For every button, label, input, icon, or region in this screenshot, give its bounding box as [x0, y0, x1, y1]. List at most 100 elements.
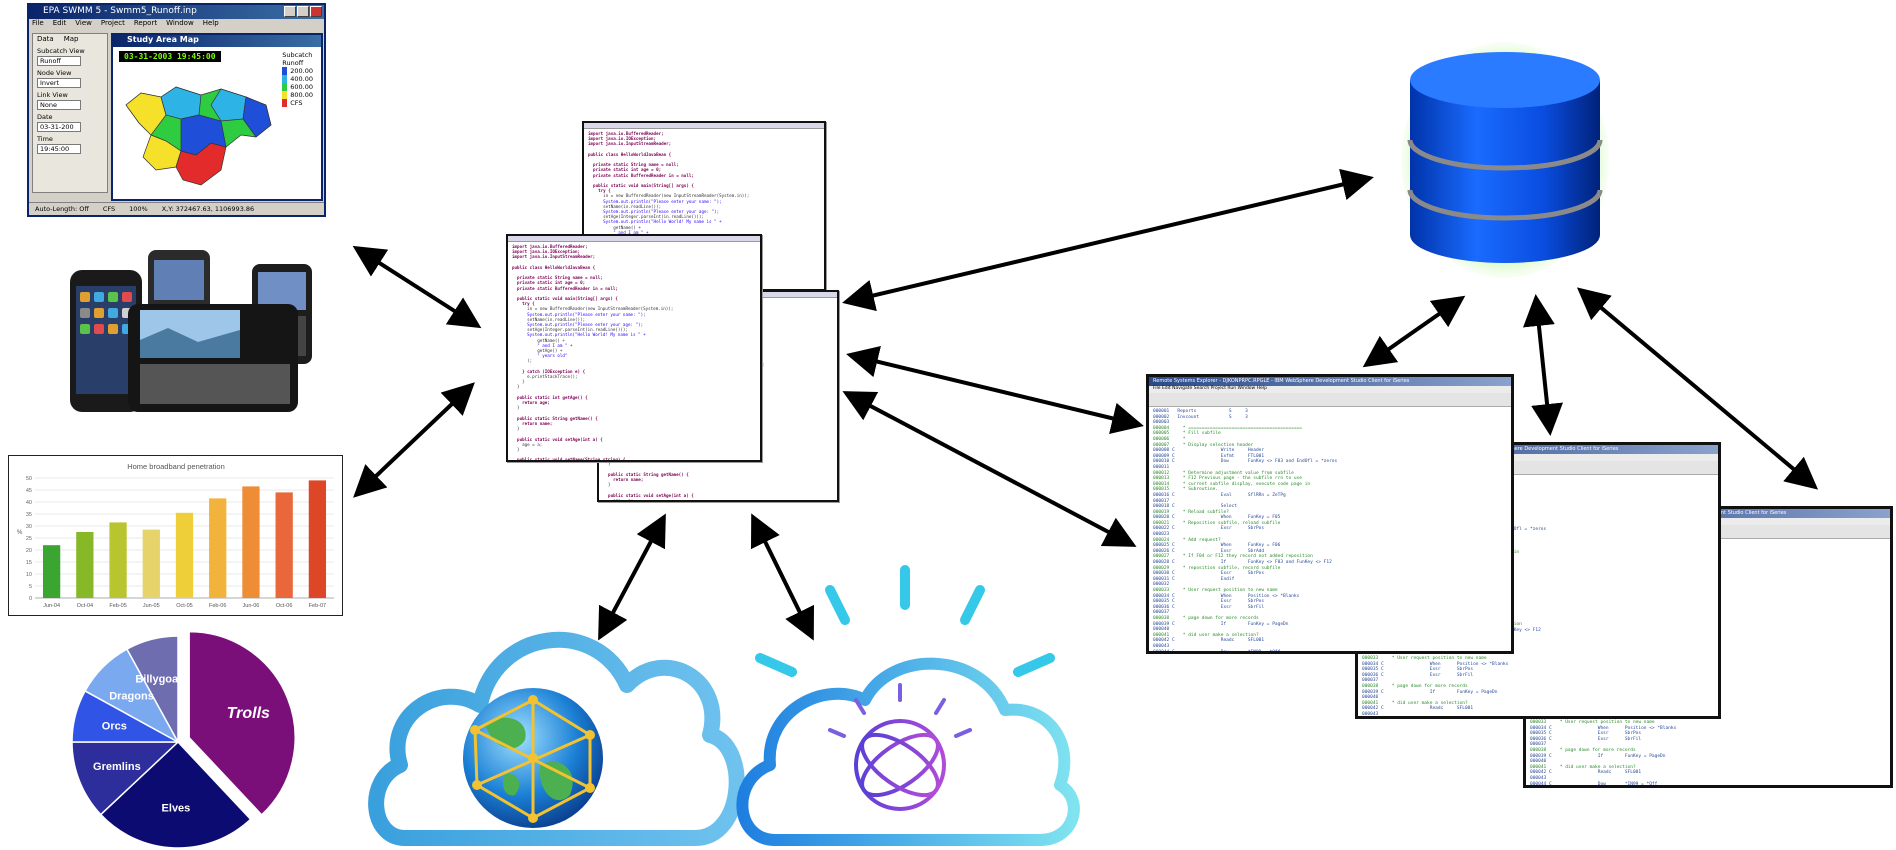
source-line: 000039 C If FunKey = PageDn [1362, 689, 1498, 695]
source-line: 000038 * page down for more records [1530, 747, 1636, 753]
mobile-devices-image [70, 250, 312, 412]
swmm-browser-panel: Data Map Subcatch View Runoff Node View … [32, 33, 108, 193]
ide-window-1: Remote Systems Explorer - DJKONPRPC.RPGL… [1146, 374, 1514, 654]
x-tick-label: Oct-04 [77, 603, 94, 609]
menu-help[interactable]: Help [202, 19, 219, 27]
source-line: 000003 [1153, 420, 1170, 426]
link-view-select[interactable]: None [37, 100, 81, 110]
chart-title: Home broadband penetration [127, 462, 225, 471]
source-line: 000019 * Reload subfile? [1153, 509, 1229, 515]
source-line: 000013 * F12 Previous page - the subfile… [1153, 476, 1303, 482]
code-line: System.out.println("Hello World! My name… [588, 219, 722, 225]
ide-menu: File Edit Navigate Search Project Run Wi… [1149, 386, 1511, 393]
legend-swatch [282, 83, 288, 91]
arrow-chart-code [353, 382, 475, 498]
pie-slice [188, 630, 296, 816]
subcatch-view-label: Subcatch View [37, 47, 85, 55]
y-tick-label: 40 [26, 500, 32, 506]
legend-color-bar [282, 67, 288, 107]
source-line: 000040 [1153, 627, 1170, 633]
node-view-select[interactable]: Invert [37, 78, 81, 88]
tab-data[interactable]: Data [37, 35, 54, 43]
menu-report[interactable]: Report [133, 19, 158, 27]
menu-edit[interactable]: Edit [52, 19, 67, 27]
source-line: 000034 C When Position <> *Blanks [1362, 661, 1509, 667]
x-tick-label: Feb-06 [209, 603, 226, 609]
code-line: public static void setAge(int a) { [512, 436, 603, 442]
code-line: getName() + [512, 337, 565, 343]
maximize-icon[interactable] [297, 6, 309, 17]
time-select[interactable]: 19:45:00 [37, 144, 81, 154]
menu-file[interactable]: File [32, 19, 44, 27]
swmm-window: EPA SWMM 5 - Swmm5_Runoff.inp File Edit … [27, 3, 326, 217]
y-tick-label: 15 [26, 560, 32, 566]
close-icon[interactable] [310, 6, 322, 17]
pie-label: Dragons [109, 691, 154, 703]
code-line: try { [588, 188, 611, 194]
source-line: 000020 C When FunKey = F05 [1153, 515, 1281, 521]
code-line: return age; [512, 400, 550, 406]
source-line: 000036 C Exsr SbrFil [1153, 604, 1265, 610]
source-line: 000006 * [1153, 436, 1186, 442]
source-line: 000036 C Exsr SbrFil [1530, 736, 1642, 742]
code-line: } [512, 384, 520, 390]
code-window-front: import java.io.BufferedReader;import jav… [506, 234, 762, 462]
source-line: 000018 C Select [1153, 504, 1237, 510]
code-line: System.out.println("Hello World! My name… [512, 332, 646, 338]
pie-slice [99, 740, 252, 849]
status-units: CFS [102, 205, 116, 213]
date-select[interactable]: 03-31-200 [37, 122, 81, 132]
code-line: return name; [512, 420, 553, 426]
code-line: import java.io.InputStreamReader; [588, 141, 672, 147]
code-line: private static int age = 0; [512, 280, 586, 286]
x-tick-label: Jun-06 [243, 603, 260, 609]
source-line: 000004 * ===============================… [1153, 425, 1303, 431]
swmm-menu: File Edit View Project Report Window Hel… [29, 19, 324, 30]
bar [209, 498, 227, 598]
status-coords: X,Y: 372467.63, 1106993.86 [161, 205, 255, 213]
code-line: setAge(Integer.parseInt(in.readLine())); [588, 214, 704, 220]
arrow-database-ide-1 [1362, 295, 1466, 368]
source-line: 000042 C Readc SFL001 [1153, 638, 1265, 644]
source-line: 000037 [1362, 678, 1379, 684]
source-line: 000035 C Exsr SbrPos [1153, 599, 1265, 605]
source-line: 000037 [1153, 610, 1170, 616]
ibm-cloud-icon [736, 657, 1080, 846]
pie-label: Trolls [227, 705, 270, 722]
source-line: 000041 * did user make a selection? [1530, 764, 1636, 770]
legend-swatch [282, 91, 288, 99]
code-line: } [512, 446, 520, 452]
source-line: 000043 [1362, 711, 1379, 717]
source-line: 000001 Reports S 3 [1153, 409, 1248, 414]
source-line: 000023 [1153, 532, 1170, 538]
subcatch-view-select[interactable]: Runoff [37, 56, 81, 66]
bar [76, 532, 94, 598]
source-line: 000032 [1153, 582, 1170, 588]
code-line: import java.io.IOException; [512, 249, 581, 255]
menu-project[interactable]: Project [100, 19, 125, 27]
code-line: setName(in.readLine()); [588, 203, 662, 209]
code-line: import java.io.IOException; [588, 136, 657, 142]
minimize-icon[interactable] [284, 6, 296, 17]
code-line: import java.io.BufferedReader; [512, 244, 588, 249]
code-line: private static int age = 0; [588, 167, 662, 173]
menu-window[interactable]: Window [166, 19, 194, 27]
code-line: age = a; [603, 497, 634, 502]
source-line: 000016 C Eval SflRRn = ZeTPg [1153, 492, 1286, 498]
date-label: Date [37, 113, 53, 121]
source-line: 000040 [1362, 695, 1379, 701]
legend-title-1: Subcatch [282, 51, 313, 59]
legend-unit: CFS [290, 99, 303, 107]
tab-map[interactable]: Map [63, 35, 79, 43]
source-line: 000033 * User request position to new na… [1362, 656, 1487, 661]
code-line: } catch (IOException e) { [512, 368, 586, 374]
pie-slice [125, 635, 179, 743]
menu-view[interactable]: View [75, 19, 92, 27]
source-line: 000039 C If FunKey = PageDn [1530, 753, 1666, 759]
source-line: 000009 C Exfmt FTL001 [1153, 453, 1265, 459]
legend-scale: 200.00 400.00 600.00 800.00 CFS [282, 67, 313, 107]
code-line: private static String name = null; [512, 275, 603, 281]
y-tick-label: 45 [26, 488, 32, 494]
source-line: 000024 * Add request? [1153, 537, 1221, 543]
source-line: 000021 * Reposition subfile, reload subf… [1153, 520, 1281, 526]
